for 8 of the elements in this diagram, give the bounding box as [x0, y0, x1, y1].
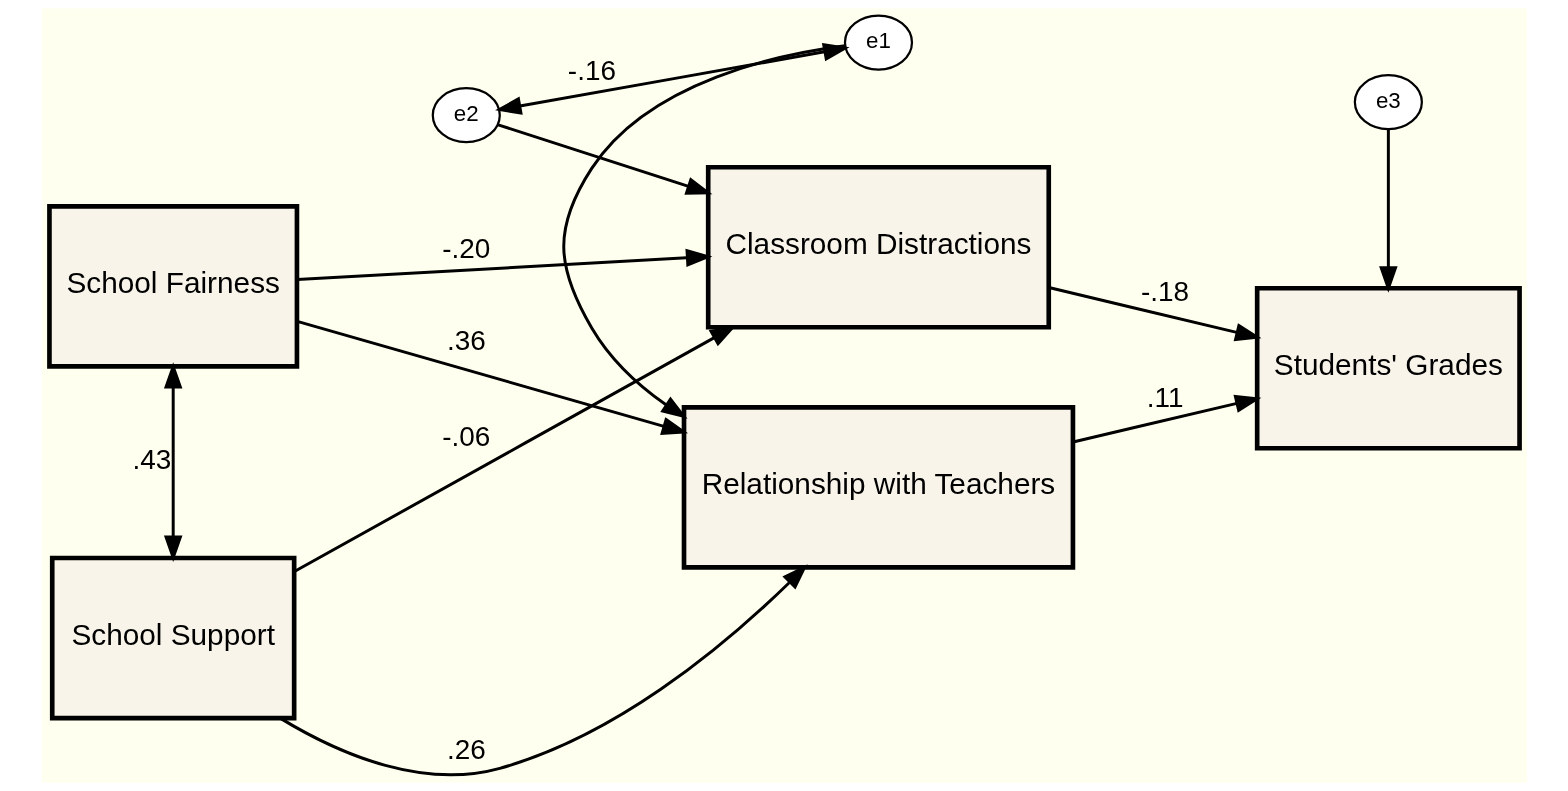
edge-label: -.18 — [1140, 276, 1189, 308]
edge-label: .36 — [446, 324, 486, 356]
edge-label: .43 — [131, 443, 171, 475]
edge-label: -.16 — [567, 54, 616, 86]
edge-label: .11 — [1146, 382, 1183, 414]
edge-label: -.20 — [441, 233, 490, 265]
edge-label: -.06 — [441, 421, 490, 453]
edge-label: .26 — [446, 734, 486, 766]
